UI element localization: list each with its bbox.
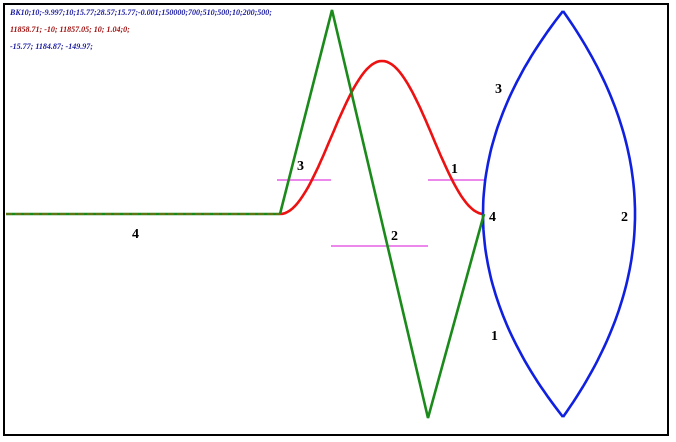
label-right-flank: 1 <box>451 162 458 177</box>
parameter-line-2: 11858.71; -10; 11857.05; 10; 1.04;0; <box>10 25 130 34</box>
label-lens-top: 3 <box>495 82 502 97</box>
red-cosine-curve <box>279 59 485 216</box>
label-baseline: 4 <box>132 227 139 242</box>
plot-frame <box>3 3 669 436</box>
parameter-line-1: BK10;10;-9.997;10;15.77;28.57;15.77;-0.0… <box>10 8 272 17</box>
label-lens-right: 2 <box>621 210 628 225</box>
parameter-line-3: -15.77; 1184.87; -149.97; <box>10 42 93 51</box>
label-lens-bottom: 1 <box>491 329 498 344</box>
blue-lens-right-arc <box>561 10 637 418</box>
label-left-peak: 3 <box>297 159 304 174</box>
label-middle: 2 <box>391 229 398 244</box>
label-lens-left: 4 <box>489 210 496 225</box>
green-zigzag-curve <box>278 9 486 419</box>
